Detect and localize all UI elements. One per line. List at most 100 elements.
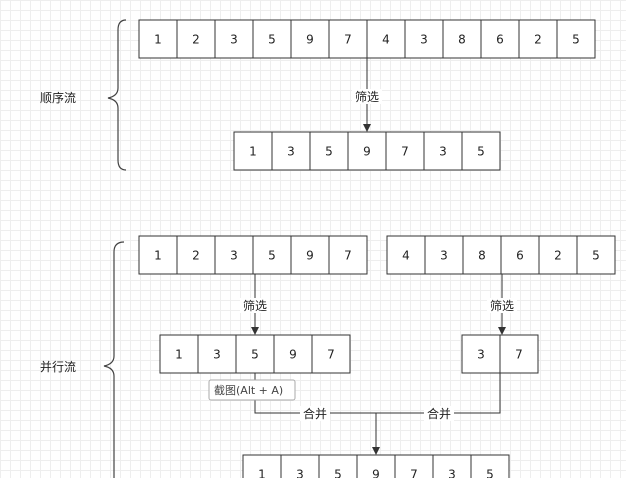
array-cell-box: [423, 131, 463, 171]
array-cell-value: 7: [515, 348, 523, 362]
array-cell: 7: [394, 454, 434, 478]
array-cell-value: 9: [306, 33, 314, 47]
array-cell-box: [273, 334, 313, 374]
parallel-result-array: 1 3 5 9 7 3 5: [242, 454, 510, 478]
array-cell-value: 2: [192, 249, 200, 263]
array-cell-box: [366, 19, 406, 59]
array-cell-box: [424, 235, 464, 275]
array-cell-value: 1: [175, 348, 183, 362]
array-cell-value: 1: [249, 145, 257, 159]
array-cell-value: 5: [325, 145, 333, 159]
array-cell-box: [271, 131, 311, 171]
array-cell-box: [347, 131, 387, 171]
array-cell-value: 3: [296, 468, 304, 478]
array-cell-value: 7: [401, 145, 409, 159]
screenshot-tooltip-box: [208, 379, 296, 401]
array-cell-box: [233, 131, 273, 171]
parallel-merge-label-a-bg: [300, 406, 330, 421]
array-cell-box: [576, 235, 616, 275]
screenshot-tooltip: 截图(Alt + A): [208, 379, 296, 401]
array-cell-value: 7: [410, 468, 418, 478]
parallel-filter-label-a: 筛选: [243, 298, 267, 313]
array-cell: 3: [423, 131, 463, 171]
array-cell: 3: [197, 334, 237, 374]
array-cell-box: [404, 19, 444, 59]
array-cell: 5: [461, 131, 501, 171]
array-cell: 5: [576, 235, 616, 275]
array-cell-value: 3: [287, 145, 295, 159]
array-cell-box: [214, 19, 254, 59]
array-cell-value: 7: [344, 249, 352, 263]
array-cell-value: 5: [486, 468, 494, 478]
array-cell-box: [328, 19, 368, 59]
sequential-stream-label: 顺序流: [40, 90, 76, 105]
sequential-filter-label: 筛选: [355, 89, 379, 104]
array-cell-box: [214, 235, 254, 275]
array-cell: 7: [311, 334, 351, 374]
array-cell: 6: [480, 19, 520, 59]
array-cell-value: 6: [496, 33, 504, 47]
array-cell-value: 1: [258, 468, 266, 478]
array-cell-value: 9: [363, 145, 371, 159]
array-cell-value: 4: [402, 249, 410, 263]
array-cell: 3: [432, 454, 472, 478]
parallel-merge-label-a: 合并: [303, 406, 327, 421]
parallel-merge-label-b: 合并: [427, 406, 451, 421]
array-cell-value: 3: [230, 33, 238, 47]
array-cell-value: 3: [440, 249, 448, 263]
array-cell: 5: [470, 454, 510, 478]
array-cell-box: [480, 19, 520, 59]
array-cell-box: [328, 235, 368, 275]
sequential-filter-label-bg: [352, 89, 382, 104]
array-cell: 3: [214, 19, 254, 59]
array-cell-box: [499, 334, 539, 374]
array-cell-value: 3: [420, 33, 428, 47]
parallel-merge-label-b-bg: [424, 406, 454, 421]
array-cell-value: 5: [334, 468, 342, 478]
array-cell-value: 3: [230, 249, 238, 263]
array-cell: 8: [442, 19, 482, 59]
array-cell: 5: [252, 235, 292, 275]
array-cell-value: 1: [154, 249, 162, 263]
array-cell-value: 5: [268, 33, 276, 47]
array-cell-value: 9: [289, 348, 297, 362]
array-cell: 3: [280, 454, 320, 478]
array-cell-value: 3: [213, 348, 221, 362]
array-cell-box: [556, 19, 596, 59]
array-cell: 7: [328, 19, 368, 59]
array-cell: 5: [318, 454, 358, 478]
array-cell-value: 5: [477, 145, 485, 159]
array-cell-value: 2: [534, 33, 542, 47]
parallel-filter-label-a-bg: [240, 298, 270, 313]
array-cell-box: [176, 235, 216, 275]
parallel-merge-arrow-b: [376, 373, 501, 414]
array-cell: 1: [242, 454, 282, 478]
array-cell: 1: [138, 235, 178, 275]
array-cell-box: [385, 131, 425, 171]
array-cell-box: [290, 19, 330, 59]
array-cell-box: [138, 19, 178, 59]
parallel-brace: [103, 241, 125, 478]
array-cell-box: [461, 131, 501, 171]
array-cell-box: [462, 235, 502, 275]
array-cell-box: [470, 454, 510, 478]
array-cell: 7: [385, 131, 425, 171]
array-cell: 2: [538, 235, 578, 275]
array-cell: 6: [500, 235, 540, 275]
array-cell: 3: [461, 334, 501, 374]
array-cell-value: 7: [327, 348, 335, 362]
array-cell-value: 5: [268, 249, 276, 263]
array-cell-value: 5: [572, 33, 580, 47]
array-cell: 9: [356, 454, 396, 478]
array-cell: 3: [271, 131, 311, 171]
array-cell-value: 2: [192, 33, 200, 47]
array-cell-value: 8: [478, 249, 486, 263]
parallel-filter-label-b: 筛选: [490, 298, 514, 313]
array-cell-box: [500, 235, 540, 275]
